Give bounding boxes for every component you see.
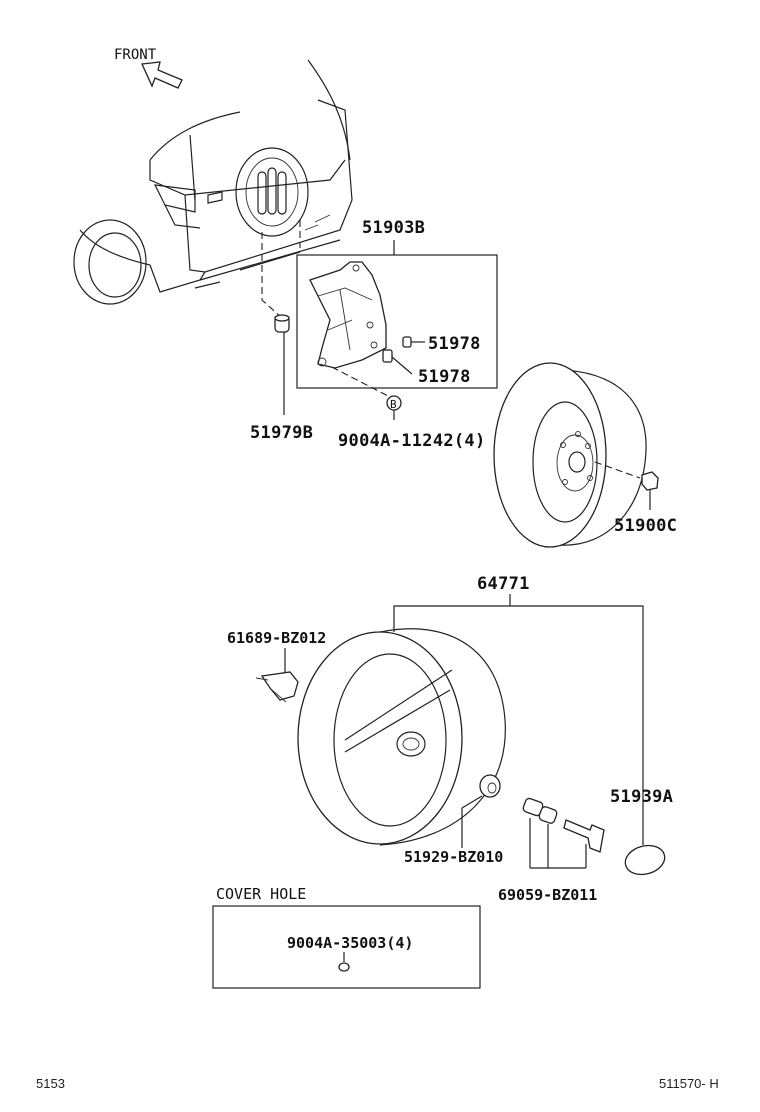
callout-cover-plug: 61689-BZ012 <box>227 629 326 647</box>
footer-right-code: 511570- H <box>659 1076 719 1091</box>
cover-plug-icon <box>255 671 299 703</box>
callout-spare-wheel-nut: 51900C <box>614 516 677 536</box>
front-direction-arrow <box>141 61 183 89</box>
stud-icon <box>274 314 290 333</box>
callout-lock-cylinder-set: 69059-BZ011 <box>498 886 597 904</box>
lock-cylinder-icon <box>522 797 558 824</box>
footer-left-code: 5153 <box>36 1076 65 1091</box>
bracket-group-frame <box>296 254 498 389</box>
spare-tire-wheel <box>493 362 647 548</box>
callout-clip-lower: 51978 <box>418 367 471 387</box>
bolt-ref-marker: B <box>390 398 397 411</box>
callout-bolt: 9004A-11242(4) <box>338 431 486 451</box>
inset-title: COVER HOLE <box>216 885 306 903</box>
guide-line-stud <box>261 232 283 319</box>
callout-bracket-assembly: 51903B <box>362 218 425 238</box>
wheel-nut-icon <box>641 471 659 491</box>
callout-stud: 51979B <box>250 423 313 443</box>
callout-cover-assembly: 64771 <box>477 574 530 594</box>
spare-tire-cover <box>297 628 506 846</box>
vehicle-rear-illustration <box>73 59 353 305</box>
front-label: FRONT <box>114 47 157 63</box>
callout-cover-nut: 51929-BZ010 <box>404 848 503 866</box>
spare-wheel-bracket <box>309 261 387 369</box>
cover-hole-inset-frame <box>212 905 481 989</box>
cover-cap-icon <box>624 844 666 876</box>
clip-lower-icon <box>382 349 393 363</box>
callout-clip-upper: 51978 <box>428 334 481 354</box>
clip-upper-icon <box>402 336 412 348</box>
cover-nut-icon <box>479 774 501 798</box>
key-icon <box>563 819 605 853</box>
callout-cover-cap: 51939A <box>610 787 673 807</box>
grommet-icon <box>338 962 350 972</box>
inset-part: 9004A-35003(4) <box>287 934 413 952</box>
